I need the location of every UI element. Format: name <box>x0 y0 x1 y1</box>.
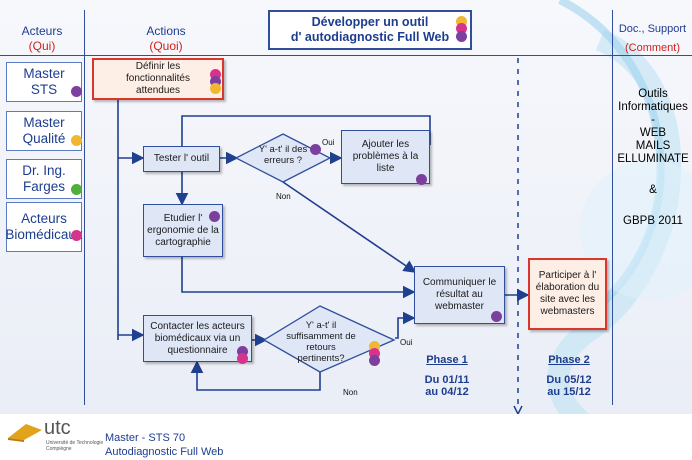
footer-course: Master - STS 70 <box>105 432 186 444</box>
purple-dot-icon <box>209 211 220 222</box>
purple-dot-icon <box>210 76 221 87</box>
purple-dot-icon <box>456 31 467 42</box>
edge-label-non: Non <box>343 388 358 397</box>
footer-project: Autodiagnostic Full Web <box>105 446 224 458</box>
edge-label-oui: Oui <box>322 138 335 147</box>
purple-dot-icon <box>71 86 82 97</box>
docs-support-list: Outils Informatiques - WEB MAILS ELLUMIN… <box>617 88 689 227</box>
background-swirl <box>547 0 692 460</box>
decision-retours-shape <box>262 305 396 373</box>
box-definir: Définir les fonctionnalités attendues <box>92 58 224 100</box>
yellow-dot-icon <box>71 135 82 146</box>
yellow-dot-icon <box>456 16 467 27</box>
docs-header: Doc., Support (Comment) <box>618 23 687 54</box>
utc-logo-subtitle: Université de Technologie Compiègne <box>46 440 104 452</box>
purple-dot-icon <box>369 355 380 366</box>
pink-dot-icon <box>369 348 380 359</box>
box-ajouter: Ajouter les problèmes à la liste <box>341 130 430 184</box>
yellow-dot-icon <box>369 341 380 352</box>
pink-dot-icon <box>210 69 221 80</box>
decision-retours-label: Y' a-t' il suffisamment de retours perti… <box>286 320 356 364</box>
column-divider-actors <box>84 10 85 405</box>
purple-dot-icon <box>416 174 427 185</box>
utc-logo-text: utc <box>44 417 71 439</box>
phase-2-label: Phase 2 Du 05/12 au 15/12 <box>546 354 592 398</box>
actor-dr-farges: Dr. Ing.Farges <box>6 159 82 199</box>
utc-logo-icon <box>6 420 44 442</box>
green-dot-icon <box>71 184 82 195</box>
footer-bar <box>0 414 692 460</box>
purple-dot-icon <box>491 311 502 322</box>
box-participer: Participer à l' élaboration du site avec… <box>528 258 607 330</box>
edge-label-non: Non <box>276 192 291 201</box>
pink-dot-icon <box>456 23 467 34</box>
header-divider <box>0 55 692 56</box>
actions-header: Actions (Quoi) <box>146 24 186 53</box>
phase-1-label: Phase 1 Du 01/11 au 04/12 <box>424 354 470 398</box>
box-communiquer: Communiquer le résultat au webmaster <box>414 266 505 324</box>
column-divider-docs <box>612 10 613 405</box>
actors-header: Acteurs (Qui) <box>21 24 63 53</box>
yellow-dot-icon <box>210 83 221 94</box>
decision-erreurs-label: Y' a-t' il des erreurs ? <box>258 144 308 166</box>
box-contacter: Contacter les acteurs biomédicaux via un… <box>143 315 252 362</box>
purple-dot-icon <box>237 346 248 357</box>
pink-dot-icon <box>71 230 82 241</box>
edge-label-oui: Oui <box>400 338 413 347</box>
box-tester: Tester l' outil <box>143 146 220 172</box>
pink-dot-icon <box>237 353 248 364</box>
purple-dot-icon <box>310 144 321 155</box>
